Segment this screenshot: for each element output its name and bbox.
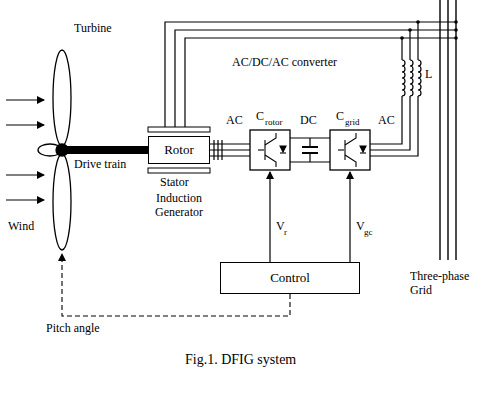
box-text: Control — [270, 270, 310, 286]
stator-bar — [148, 168, 210, 173]
text-label: Three-phase Grid — [410, 270, 478, 298]
text-label: V — [356, 220, 365, 234]
text-label: gc — [364, 227, 373, 237]
junction-dots — [400, 20, 458, 40]
grid-side-wires — [370, 22, 418, 156]
text-label: Turbine — [74, 22, 112, 36]
text-label: C — [256, 110, 264, 124]
grid-lines — [440, 0, 456, 260]
text-label: V — [276, 220, 285, 234]
text-label: AC — [378, 114, 395, 128]
text-label: DC — [300, 114, 317, 128]
text-label: AC/DC/AC converter — [232, 56, 337, 70]
converter-boxes — [250, 130, 370, 170]
inductor-coils — [402, 60, 421, 96]
drive-shaft — [66, 146, 148, 154]
text-label: L — [425, 68, 432, 82]
stator-bar — [148, 127, 210, 132]
control-box: Control — [220, 262, 360, 294]
text-label: rotor — [265, 117, 283, 127]
rotor-box: Rotor — [148, 136, 210, 164]
text-label: Wind — [8, 220, 34, 234]
stator-wires — [165, 22, 456, 127]
text-label: AC — [226, 114, 243, 128]
text-label: grid — [345, 117, 360, 127]
dc-link — [290, 138, 330, 162]
text-label: r — [284, 227, 287, 237]
text-label: C — [336, 110, 344, 124]
rotor-wires — [210, 140, 250, 160]
figure-caption: Fig.1. DFIG system — [185, 352, 296, 368]
text-label: Pitch angle — [46, 322, 100, 336]
control-signals — [270, 172, 350, 262]
text-label: Drive train — [74, 158, 126, 172]
text-label: Induction Generator — [146, 192, 212, 220]
text-label: Stator — [160, 176, 189, 190]
box-text: Rotor — [164, 142, 194, 158]
transistor-symbols — [258, 133, 366, 167]
